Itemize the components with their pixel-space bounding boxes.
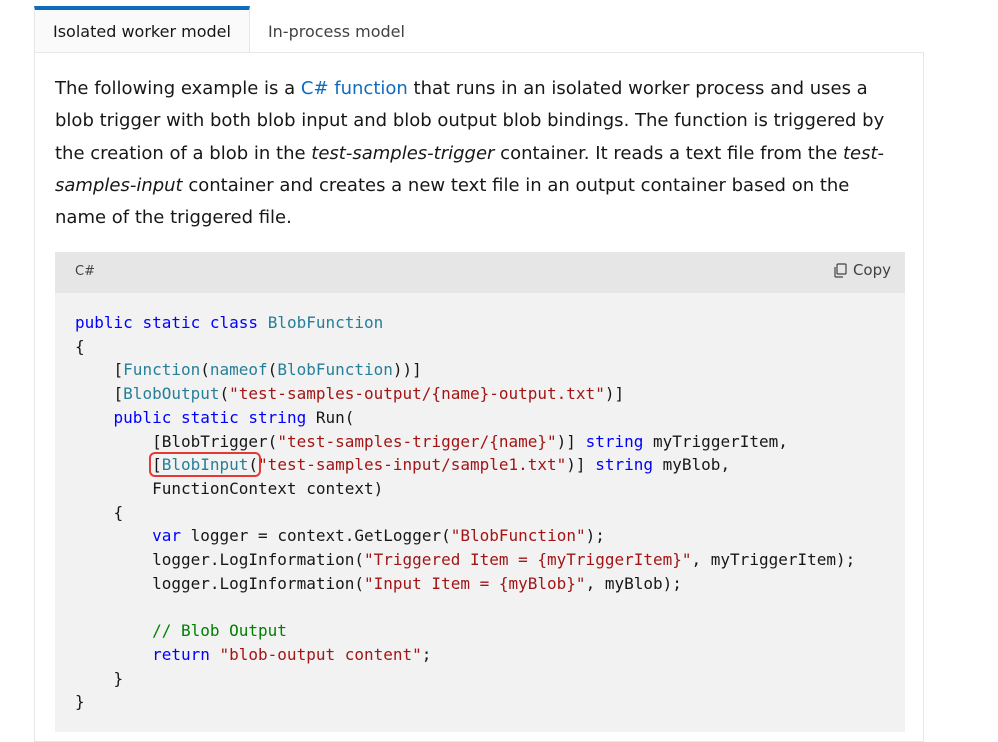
code-token: "test-samples-output/{name}-output.txt" [229,384,605,404]
code-content: public static class BlobFunction { [Func… [75,313,856,712]
input-container-name: test-samples-input [55,142,885,196]
code-token: LogInformation [219,573,355,593]
tab-in-process-model[interactable]: In-process model [267,22,405,41]
code-token: BlobOutput [123,384,220,404]
code-token: myTriggerItem [653,431,779,451]
description-text: container. It reads a text file from the [494,142,843,164]
code-token: FunctionContext [152,478,297,498]
tab-bar: Isolated worker model In-process model [34,6,423,52]
code-language-label: C# [75,264,95,279]
code-token: "Triggered Item = {myTriggerItem}" [364,550,692,570]
code-token: string [585,431,644,451]
code-token: var [152,526,181,546]
code-token: BlobTrigger [161,431,268,451]
code-token: static [142,313,201,332]
description-text: container and creates a new text file in… [55,174,850,229]
code-token: BlobInput [161,455,249,475]
code-token: return [152,644,210,664]
csharp-function-link[interactable]: C# function [300,78,408,99]
code-token: myBlob [662,455,721,475]
code-token: public [75,313,133,332]
code-token: string [595,455,653,475]
code-token: myBlob [604,573,663,593]
copy-icon [833,262,847,278]
code-token: string [248,407,307,427]
code-token: static [180,407,239,427]
highlight-box: [BlobInput( [149,452,262,478]
code-token: LogInformation [219,550,355,570]
copy-button[interactable]: Copy [833,261,891,279]
code-token: "test-samples-input/sample1.txt" [258,455,567,475]
code-token: Run [315,407,345,427]
description-paragraph: The following example is a C# function t… [55,73,905,234]
code-token: BlobFunction [277,360,393,380]
code-token: BlobFunction [267,313,384,332]
description-text: that runs in an isolated worker process … [55,78,885,164]
code-block: C# Copy public static class BlobFunction… [55,252,905,732]
code-token: "BlobFunction" [450,526,586,546]
code-comment: // Blob Output [152,621,287,641]
code-token: "Input Item = {myBlob}" [364,573,586,593]
trigger-container-name: test-samples-trigger [311,142,495,164]
code-token: context [306,478,374,498]
code-token: context [277,526,345,546]
copy-label: Copy [852,261,891,279]
tab-panel: The following example is a C# function t… [34,52,924,742]
code-token: nameof [209,360,268,380]
code-token: GetLogger [354,526,442,546]
code-token: myTriggerItem [710,550,837,570]
code-token: logger [190,526,249,546]
code-token: "test-samples-trigger/{name}" [277,431,557,451]
tab-isolated-worker-model[interactable]: Isolated worker model [34,6,250,52]
code-token: public [113,407,172,427]
code-token: Function [123,360,201,380]
code-header: C# Copy [55,252,905,293]
code-token: class [209,313,259,332]
code-token: logger [152,550,210,570]
code-token: "blob-output content" [219,644,422,664]
description-text: The following example is a [55,78,301,99]
code-token: logger [152,573,210,593]
